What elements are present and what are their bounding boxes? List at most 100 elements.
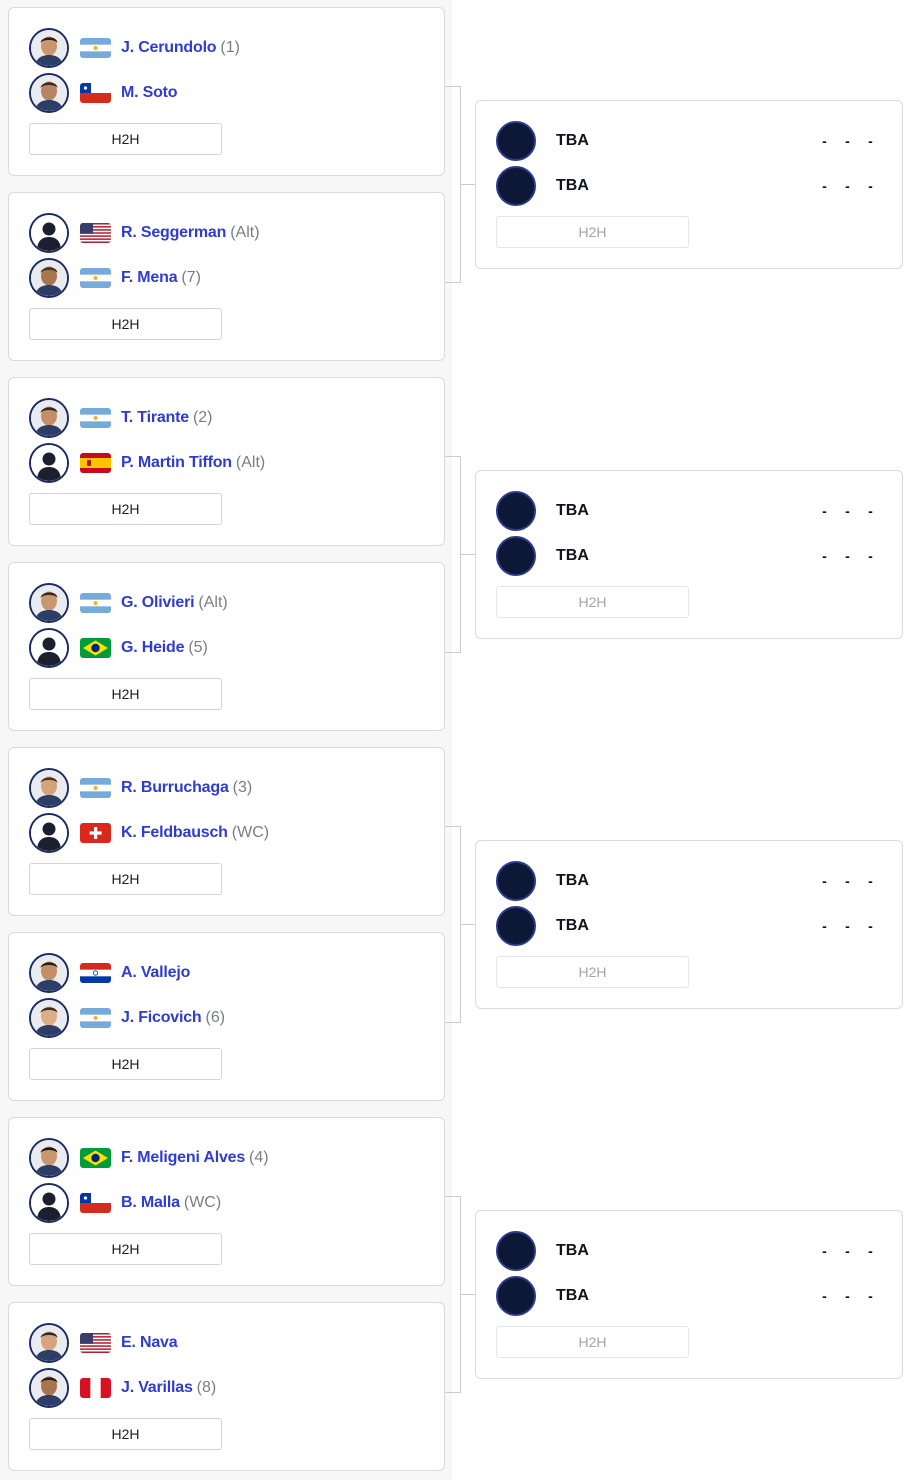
- player-name-link[interactable]: J. Ficovich: [121, 1009, 202, 1026]
- player-row[interactable]: K. Feldbausch(WC): [29, 813, 429, 853]
- bracket-connector: [445, 85, 461, 283]
- player-name-link[interactable]: M. Soto: [121, 84, 178, 101]
- h2h-button[interactable]: H2H: [29, 1418, 222, 1450]
- h2h-button[interactable]: H2H: [29, 1048, 222, 1080]
- player-row: TBA ---: [496, 536, 882, 576]
- set-score: -: [868, 503, 873, 519]
- player-name-link[interactable]: J. Cerundolo: [121, 39, 217, 56]
- tba-player-name: TBA: [556, 917, 589, 934]
- player-row[interactable]: G. Heide(5): [29, 628, 429, 668]
- tba-player-name: TBA: [556, 177, 589, 194]
- match-card-next-round[interactable]: TBA---TBA---H2H: [475, 1210, 903, 1379]
- player-row[interactable]: F. Mena(7): [29, 258, 429, 298]
- country-flag-icon: [80, 638, 111, 658]
- player-row[interactable]: P. Martin Tiffon(Alt): [29, 443, 429, 483]
- player-seed: (Alt): [235, 454, 266, 471]
- player-name-link[interactable]: P. Martin Tiffon: [121, 454, 232, 471]
- player-name-link[interactable]: B. Malla: [121, 1194, 180, 1211]
- player-avatar: [29, 1368, 69, 1408]
- player-name-link[interactable]: T. Tirante: [121, 409, 189, 426]
- bracket-line: [460, 184, 476, 185]
- score-cells: ---: [813, 503, 882, 519]
- player-seed: (7): [181, 269, 201, 286]
- player-row: TBA---: [496, 1231, 882, 1271]
- tba-player-name: TBA: [556, 502, 589, 519]
- match-card[interactable]: F. Meligeni Alves(4) B. Malla(WC) H2H: [8, 1117, 445, 1286]
- country-flag-icon: [80, 1193, 111, 1213]
- country-flag-icon: [80, 223, 111, 243]
- bracket-line: [460, 924, 476, 925]
- match-card[interactable]: A. Vallejo J. Ficovich(6) H2H: [8, 932, 445, 1101]
- h2h-button[interactable]: H2H: [496, 216, 689, 248]
- tba-player-name: TBA: [556, 872, 589, 889]
- country-flag-icon: [80, 38, 111, 58]
- tba-avatar: [496, 906, 536, 946]
- match-card-next-round[interactable]: TBA---TBA---H2H: [475, 100, 903, 269]
- set-score: -: [868, 178, 873, 194]
- set-score: -: [822, 178, 827, 194]
- player-name-link[interactable]: K. Feldbausch: [121, 824, 228, 841]
- player-row[interactable]: B. Malla(WC): [29, 1183, 429, 1223]
- set-score: -: [822, 873, 827, 889]
- match-card[interactable]: R. Seggerman(Alt) F. Mena(7) H2H: [8, 192, 445, 361]
- h2h-button[interactable]: H2H: [29, 1233, 222, 1265]
- player-row[interactable]: T. Tirante(2): [29, 398, 429, 438]
- set-score: -: [845, 503, 850, 519]
- player-name-link[interactable]: J. Varillas: [121, 1379, 193, 1396]
- set-score: -: [845, 1243, 850, 1259]
- set-score: -: [845, 133, 850, 149]
- match-card[interactable]: G. Olivieri(Alt) G. Heide(5) H2H: [8, 562, 445, 731]
- player-row[interactable]: F. Meligeni Alves(4): [29, 1138, 429, 1178]
- h2h-button[interactable]: H2H: [29, 493, 222, 525]
- tba-player-name: TBA: [556, 547, 589, 564]
- player-name-link[interactable]: F. Mena: [121, 269, 178, 286]
- player-avatar: [29, 1323, 69, 1363]
- score-cells: ---: [813, 548, 882, 564]
- player-row[interactable]: R. Seggerman(Alt): [29, 213, 429, 253]
- player-name-link[interactable]: R. Burruchaga: [121, 779, 229, 796]
- bracket-connector: [445, 1195, 461, 1393]
- player-row: TBA---: [496, 121, 882, 161]
- player-row[interactable]: A. Vallejo: [29, 953, 429, 993]
- h2h-button[interactable]: H2H: [29, 863, 222, 895]
- player-seed: (WC): [231, 824, 270, 841]
- player-row[interactable]: G. Olivieri(Alt): [29, 583, 429, 623]
- set-score: -: [868, 133, 873, 149]
- country-flag-icon: [80, 963, 111, 983]
- match-card[interactable]: T. Tirante(2) P. Martin Tiffon(Alt) H2H: [8, 377, 445, 546]
- match-card[interactable]: R. Burruchaga(3) K. Feldbausch(WC) H2H: [8, 747, 445, 916]
- player-row: TBA---: [496, 166, 882, 206]
- h2h-button[interactable]: H2H: [29, 308, 222, 340]
- player-name-link[interactable]: F. Meligeni Alves: [121, 1149, 246, 1166]
- player-seed: (2): [192, 409, 213, 426]
- player-row[interactable]: J. Ficovich(6): [29, 998, 429, 1038]
- h2h-button[interactable]: H2H: [29, 123, 222, 155]
- player-avatar: [29, 583, 69, 623]
- player-row[interactable]: E. Nava: [29, 1323, 429, 1363]
- country-flag-icon: [80, 593, 111, 613]
- player-name-link[interactable]: G. Heide: [121, 639, 185, 656]
- player-row[interactable]: J. Varillas(8): [29, 1368, 429, 1408]
- player-name-link[interactable]: R. Seggerman: [121, 224, 227, 241]
- player-row[interactable]: M. Soto: [29, 73, 429, 113]
- h2h-button[interactable]: H2H: [496, 956, 689, 988]
- match-card-next-round[interactable]: TBA---TBA---H2H: [475, 840, 903, 1009]
- player-row[interactable]: R. Burruchaga(3): [29, 768, 429, 808]
- player-name-link[interactable]: E. Nava: [121, 1334, 178, 1351]
- player-placeholder-avatar: [29, 213, 69, 253]
- match-card-next-round[interactable]: TBA---TBA---H2H: [475, 470, 903, 639]
- h2h-button[interactable]: H2H: [29, 678, 222, 710]
- player-seed: (8): [196, 1379, 217, 1396]
- country-flag-icon: [80, 408, 111, 428]
- bracket-connector: [445, 455, 461, 653]
- player-row[interactable]: J. Cerundolo(1): [29, 28, 429, 68]
- h2h-button[interactable]: H2H: [496, 586, 689, 618]
- h2h-button[interactable]: H2H: [496, 1326, 689, 1358]
- score-cells: ---: [813, 873, 882, 889]
- player-name-link[interactable]: G. Olivieri: [121, 594, 195, 611]
- player-name-link[interactable]: A. Vallejo: [121, 964, 191, 981]
- tba-player-name: TBA: [556, 1242, 589, 1259]
- match-card[interactable]: E. Nava J. Varillas(8) H2H: [8, 1302, 445, 1471]
